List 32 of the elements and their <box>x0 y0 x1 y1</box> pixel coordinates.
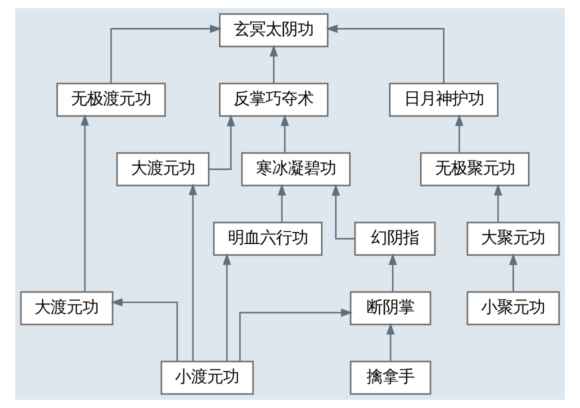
arrow <box>280 114 289 152</box>
node-box: 无极聚元功 <box>420 152 530 186</box>
arrow <box>332 184 355 240</box>
arrow <box>110 298 178 362</box>
node-box: 无极渡元功 <box>56 82 166 117</box>
arrow <box>110 24 222 84</box>
node-box: 小聚元功 <box>466 291 560 326</box>
arrow <box>326 24 444 84</box>
node-box: 反掌巧夺术 <box>219 82 328 117</box>
node-box: 大渡元功 <box>116 152 210 186</box>
node-box: 寒冰凝碧功 <box>241 152 351 186</box>
node-box: 幻阴指 <box>354 222 436 256</box>
node-box: 大聚元功 <box>466 222 560 256</box>
arrow <box>222 252 232 362</box>
node-box: 明血六行功 <box>213 222 323 256</box>
arrow <box>188 183 198 362</box>
node-box: 断阴掌 <box>350 291 432 326</box>
node-box: 小渡元功 <box>160 360 254 395</box>
node-box: 日月神护功 <box>389 82 498 117</box>
arrow <box>386 322 395 361</box>
node-box: 玄冥太阴功 <box>219 13 328 48</box>
arrow <box>239 308 353 362</box>
arrow <box>509 253 518 292</box>
arrow <box>278 184 286 222</box>
node-box: 大渡元功 <box>20 291 114 326</box>
arrow <box>270 44 278 83</box>
arrow <box>208 114 235 170</box>
arrow <box>455 114 464 152</box>
arrow <box>80 114 89 292</box>
node-box: 擒拿手 <box>350 360 432 395</box>
arrow <box>388 253 397 292</box>
arrow <box>494 184 502 222</box>
